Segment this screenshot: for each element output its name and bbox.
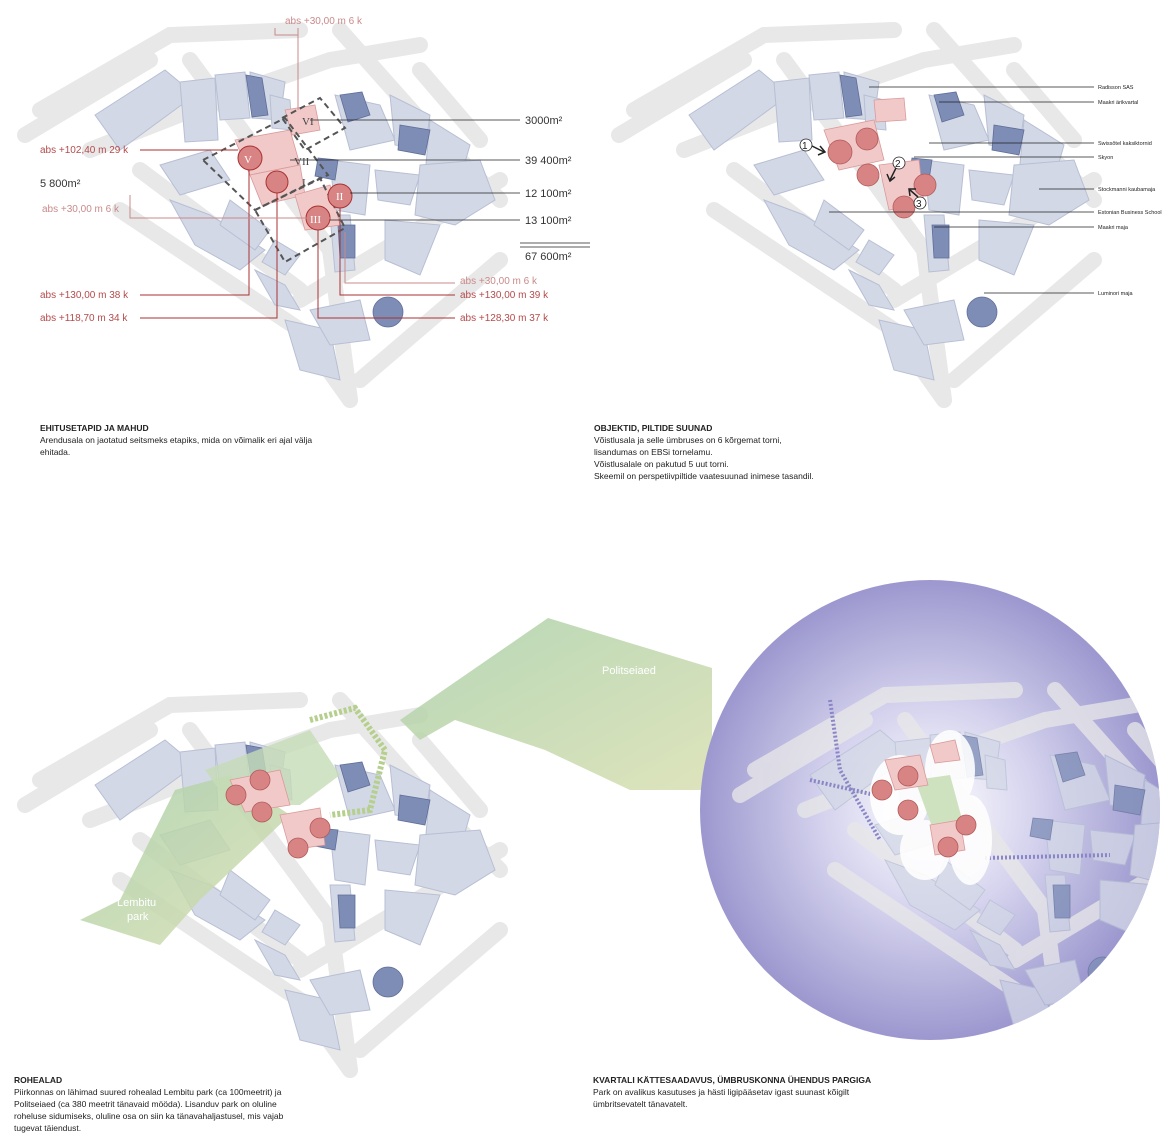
label-left-i: 5 800m² (40, 178, 81, 190)
label-top-pink: abs +30,00 m 6 k (285, 16, 363, 27)
panel-construction-phases: VI V VII I II III abs +30,00 m 6 k 3000m… (0, 0, 600, 457)
phase-vii-label: VII (294, 156, 310, 168)
label-lembitu-2: park (127, 911, 149, 923)
tower-circles (827, 127, 937, 219)
legend-luminor: Luminori maja (1098, 291, 1133, 297)
label-area-vii: 39 400m² (525, 155, 572, 167)
label-bottom-left-2: abs +118,70 m 34 k (40, 313, 128, 324)
phase-outlines (201, 96, 347, 264)
legend-skyon: Skyon (1098, 155, 1113, 161)
area-leaders (290, 119, 590, 248)
label-area-iii: 13 100m² (525, 215, 572, 227)
caption-title: KVARTALI KÄTTESAADAVUS, ÜMBRUSKONNA ÜHEN… (593, 1075, 872, 1085)
label-left-pink: abs +30,00 m 6 k (42, 204, 120, 215)
label-bottom-right-2: abs +128,30 m 37 k (460, 313, 549, 324)
panel-objects-view-directions: 1 2 3 Radisson SAS Maakri ärikvartal Swi… (584, 0, 1168, 481)
label-politseiaed: Politseiaed (602, 665, 656, 677)
view-marker-2: 2 (895, 159, 901, 170)
caption-text: Park on avalikus kasutuses ja hästi ligi… (593, 1087, 850, 1109)
legend-maakri-maja: Maakri maja (1098, 225, 1129, 231)
caption-title: EHITUSETAPID JA MAHUD (40, 423, 149, 433)
legend-maakri-arikvartal: Maakri ärikvartal (1098, 100, 1138, 106)
legend-ebs: Estonian Business School (1098, 210, 1162, 216)
caption-objects: OBJEKTID, PILTIDE SUUNAD Võistlusala ja … (594, 422, 934, 482)
view-markers (799, 138, 927, 210)
new-building-footprints (229, 769, 326, 851)
objects-map: 1 2 3 Radisson SAS Maakri ärikvartal Swi… (584, 0, 1162, 415)
phase-iii-label: III (310, 214, 321, 226)
label-bottom-right-1: abs +130,00 m 39 k (460, 290, 549, 301)
label-left-v: abs +102,40 m 29 k (40, 145, 129, 156)
phase-v-label: V (244, 154, 252, 166)
panel-green-areas: Politseiaed Lembitu park ROHEALAD Piirko… (0, 600, 730, 1133)
phase-ii-label: II (336, 191, 344, 203)
green-street-link (309, 704, 389, 818)
phases-map: VI V VII I II III abs +30,00 m 6 k 3000m… (0, 16, 590, 415)
green-areas-map: Politseiaed Lembitu park (0, 618, 712, 1030)
caption-title: OBJEKTID, PILTIDE SUUNAD (594, 423, 713, 433)
base-map (25, 30, 500, 400)
lembitu-park (80, 775, 290, 945)
label-lembitu-1: Lembitu (117, 897, 156, 909)
base-map (619, 30, 1094, 400)
view-arrows (811, 145, 919, 198)
accessibility-map (700, 580, 1160, 1040)
caption-text: Piirkonnas on lähimad suured rohealad Le… (14, 1087, 284, 1133)
phase-vi-label: VI (302, 116, 314, 128)
caption-text: Võistlusala ja selle ümbruses on 6 kõrge… (594, 435, 814, 481)
legend-radisson: Radisson SAS (1098, 85, 1134, 91)
politseiaed-park (400, 618, 712, 790)
new-park-area (915, 775, 965, 835)
view-marker-1: 1 (802, 141, 808, 152)
access-paths (809, 699, 1111, 860)
leader-lines (129, 28, 455, 319)
label-bottom-right-pink: abs +30,00 m 6 k (460, 276, 538, 287)
caption-green: ROHEALAD Piirkonnas on lähimad suured ro… (14, 1074, 344, 1134)
legend-swissotel: Swissôtel kaksiktornid (1098, 141, 1152, 147)
caption-text: Arendusala on jaotatud seitsmeks etapiks… (40, 435, 313, 457)
label-area-total: 67 600m² (525, 251, 572, 263)
tower-circles (871, 765, 977, 858)
legend-stockmann: Stockmanni kaubamaja (1098, 187, 1156, 193)
view-marker-3: 3 (916, 199, 922, 210)
label-bottom-left-1: abs +130,00 m 38 k (40, 290, 129, 301)
tower-circles (225, 769, 331, 859)
caption-accessibility: KVARTALI KÄTTESAADAVUS, ÜMBRUSKONNA ÜHEN… (593, 1074, 933, 1110)
legend-leaders (829, 86, 1094, 294)
caption-phases: EHITUSETAPID JA MAHUD Arendusala on jaot… (40, 422, 370, 458)
caption-title: ROHEALAD (14, 1075, 63, 1085)
panel-accessibility: KVARTALI KÄTTESAADAVUS, ÜMBRUSKONNA ÜHEN… (593, 580, 1168, 1109)
phase-i-label: I (302, 177, 306, 189)
label-area-vi: 3000m² (525, 115, 563, 127)
label-area-ii: 12 100m² (525, 188, 572, 200)
